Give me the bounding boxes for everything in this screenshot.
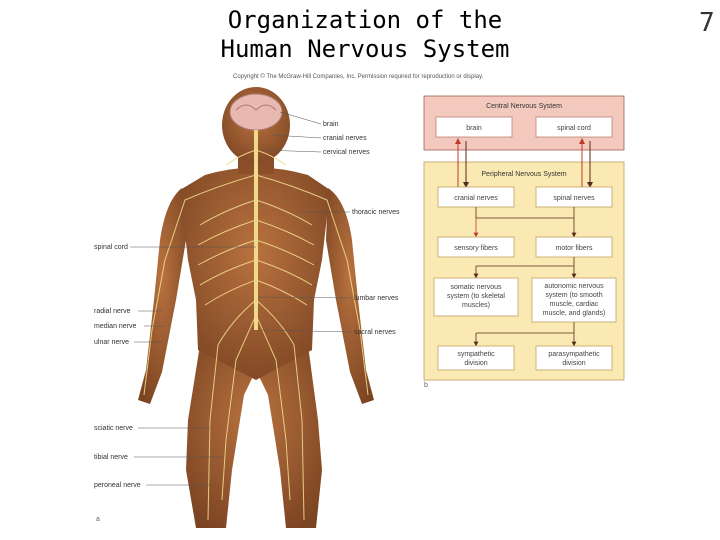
label-sacral-nerves: sacral nerves [354, 329, 396, 336]
copyright-notice: Copyright © The McGraw-Hill Companies, I… [233, 74, 484, 80]
cns-brain-text: brain [466, 125, 482, 132]
cns-spinal-cord-box [535, 116, 613, 138]
human-body-illustration [138, 87, 374, 528]
pns-title: Peripheral Nervous System [481, 171, 566, 178]
slide-title: Organization of the Human Nervous System [150, 6, 580, 64]
cns-title: Central Nervous System [486, 103, 562, 110]
pns-spinal-nerves-text: spinal nerves [553, 195, 595, 202]
cns-brain-box [435, 116, 513, 138]
pns-somatic-text-1: somatic nervous [451, 284, 502, 291]
pns-sympathetic-text-2: division [464, 360, 487, 367]
label-sciatic-nerve: sciatic nerve [94, 425, 133, 432]
label-thoracic-nerves: thoracic nerves [352, 209, 400, 216]
nervous-system-flowchart: Central Nervous System brain spinal cord… [423, 95, 625, 381]
pns-parasympathetic-text-1: parasympathetic [548, 351, 600, 358]
pns-sympathetic-text-1: sympathetic [457, 351, 495, 358]
pns-somatic-text-3: muscles) [462, 302, 490, 309]
pns-autonomic-box [531, 277, 617, 323]
label-radial-nerve: radial nerve [94, 308, 131, 315]
title-line-1: Organization of the [227, 6, 503, 34]
pns-parasympathetic-text-2: division [562, 360, 585, 367]
label-tibial-nerve: tibial nerve [94, 454, 128, 461]
pns-somatic-text-2: system (to skeletal [447, 293, 505, 300]
label-brain: brain [323, 121, 339, 128]
label-cervical-nerves: cervical nerves [323, 149, 370, 156]
cns-spinal-cord-text: spinal cord [557, 125, 591, 132]
panel-label-b: b [424, 382, 428, 389]
pns-autonomic-text-1: autonomic nervous [544, 283, 604, 290]
label-lumbar-nerves: lumbar nerves [354, 295, 399, 302]
pns-parasympathetic-box [535, 345, 613, 371]
pns-somatic-box [433, 277, 519, 317]
leader-lines [130, 111, 353, 486]
label-peroneal-nerve: peroneal nerve [94, 482, 141, 489]
pns-sensory-fibers-text: sensory fibers [454, 245, 498, 252]
label-spinal-cord: spinal cord [94, 244, 128, 251]
pns-cranial-nerves-text: cranial nerves [454, 195, 498, 202]
pns-autonomic-text-3: muscle, cardiac [550, 301, 599, 308]
pns-motor-fibers-text: motor fibers [556, 245, 593, 252]
label-median-nerve: median nerve [94, 323, 137, 330]
pns-autonomic-text-4: muscle, and glands) [543, 310, 606, 317]
label-cranial-nerves: cranial nerves [323, 135, 367, 142]
pns-sympathetic-box [437, 345, 515, 371]
slide-number: 7 [699, 8, 715, 38]
pns-autonomic-text-2: system (to smooth [545, 292, 602, 299]
panel-label-a: a [96, 516, 100, 523]
title-line-2: Human Nervous System [220, 35, 510, 63]
label-ulnar-nerve: ulnar nerve [94, 339, 129, 346]
pns-sensory-fibers-box [437, 236, 515, 258]
